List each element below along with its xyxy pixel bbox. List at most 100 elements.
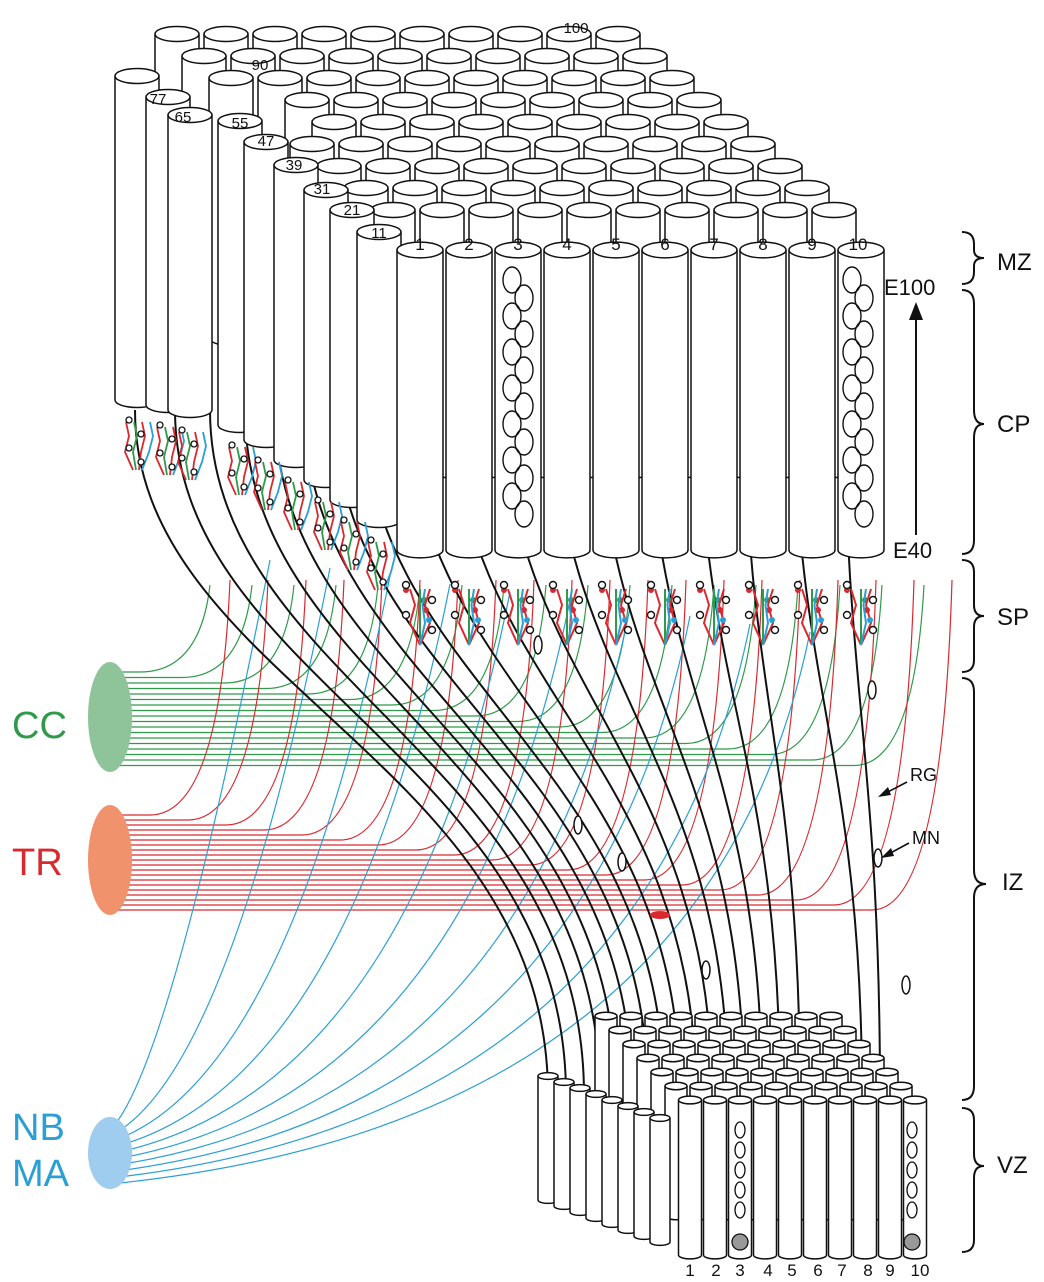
tr-fiber [110,579,839,896]
cell-soma [623,625,633,635]
column-top [356,223,402,241]
cell-soma [574,595,584,605]
column-top [647,1039,671,1049]
column-top [708,1025,732,1035]
column-top [703,113,749,131]
synapse [475,617,481,623]
synapse [766,607,772,613]
nbma-fiber [109,575,391,1143]
cp-front-column [788,241,836,559]
column-top [605,113,651,131]
dendrite [517,588,530,646]
source-label-ma: MA [12,1153,70,1195]
nbma-fiber [109,591,511,1155]
zone-label-iz: IZ [1002,869,1023,896]
cell-soma [178,454,186,462]
column-top [553,1077,575,1087]
column-top [686,179,732,197]
column-top [708,157,754,175]
column-top [387,135,433,153]
cell-soma [793,610,803,620]
column-number: 21 [344,202,361,219]
column-top [404,69,450,87]
column-top [343,179,389,197]
dendrite [566,588,579,646]
cell-soma [597,610,607,620]
column-number: 11 [371,225,387,242]
column-top [167,106,213,124]
vz-front-column [802,1095,828,1260]
tr-fiber [110,579,383,836]
dendrite [702,588,715,646]
column-top [622,47,668,65]
column-top [502,69,548,87]
dendrite [347,521,353,571]
column-top [279,47,325,65]
column-top [758,1025,782,1035]
dendrite [713,588,726,646]
neuron-chain-cell [514,356,534,384]
zone-label-mz: MZ [997,249,1032,276]
column-top [594,1011,618,1021]
cell-soma [254,456,262,464]
cp-front-column [445,241,493,559]
cell-soma [240,455,248,463]
column-top [750,1067,774,1077]
column-top [243,133,289,151]
cell-soma [525,595,535,605]
column-top [654,113,700,131]
column-top [752,1095,778,1105]
column-top [675,1067,699,1077]
neuron-chain-cell [514,284,534,312]
dendrite [419,588,427,646]
column-number: 6 [660,235,669,254]
column-top [551,69,597,87]
column-body [677,1100,703,1260]
column-top [725,1067,749,1077]
column-top [672,1039,696,1049]
cell-soma [228,469,236,477]
cell-soma [284,504,292,512]
column-body [827,1100,853,1260]
neuron-chain-cell [854,392,874,420]
column-top [802,1095,828,1105]
column-number: 39 [286,157,303,174]
dendrite [457,588,470,646]
cell-soma [721,625,731,635]
column-top [441,179,487,197]
neuron-chain-cell [514,500,534,528]
column-top [833,1025,857,1035]
neuron-chain-cell [854,428,874,456]
column-top [585,1089,607,1099]
dendrite [313,501,323,551]
column-top [711,1053,735,1063]
source-label-cc: CC [12,705,67,747]
vz-neuron [906,1121,918,1139]
column-top [414,157,460,175]
vz-neuron [734,1181,746,1199]
tr-fiber [110,579,269,821]
column-top [730,135,776,153]
vz-number: 1 [685,1261,694,1280]
vz-side-column [633,1107,655,1241]
tr-fiber [110,579,421,841]
dendrite [615,588,628,646]
column-top [512,157,558,175]
column-top [677,1095,703,1105]
tr-source-ellipse [88,805,132,915]
vz-side-column [585,1089,607,1223]
rg-label: RG [910,765,937,785]
migrating-neuron [701,960,711,980]
column-top [289,135,335,153]
time-arrow: E100 E40 [884,275,935,563]
cell-soma [793,580,803,590]
column-number: 1 [415,235,424,254]
column-top [761,1053,785,1063]
cc-fiber [110,584,505,712]
zone-labels: MZ CP SP IZ VZ [997,249,1032,1179]
cp-side-column [356,223,402,529]
cell-soma [401,610,411,620]
column-top [145,88,191,106]
vz-number: 4 [763,1261,772,1280]
cell-soma [525,625,535,635]
